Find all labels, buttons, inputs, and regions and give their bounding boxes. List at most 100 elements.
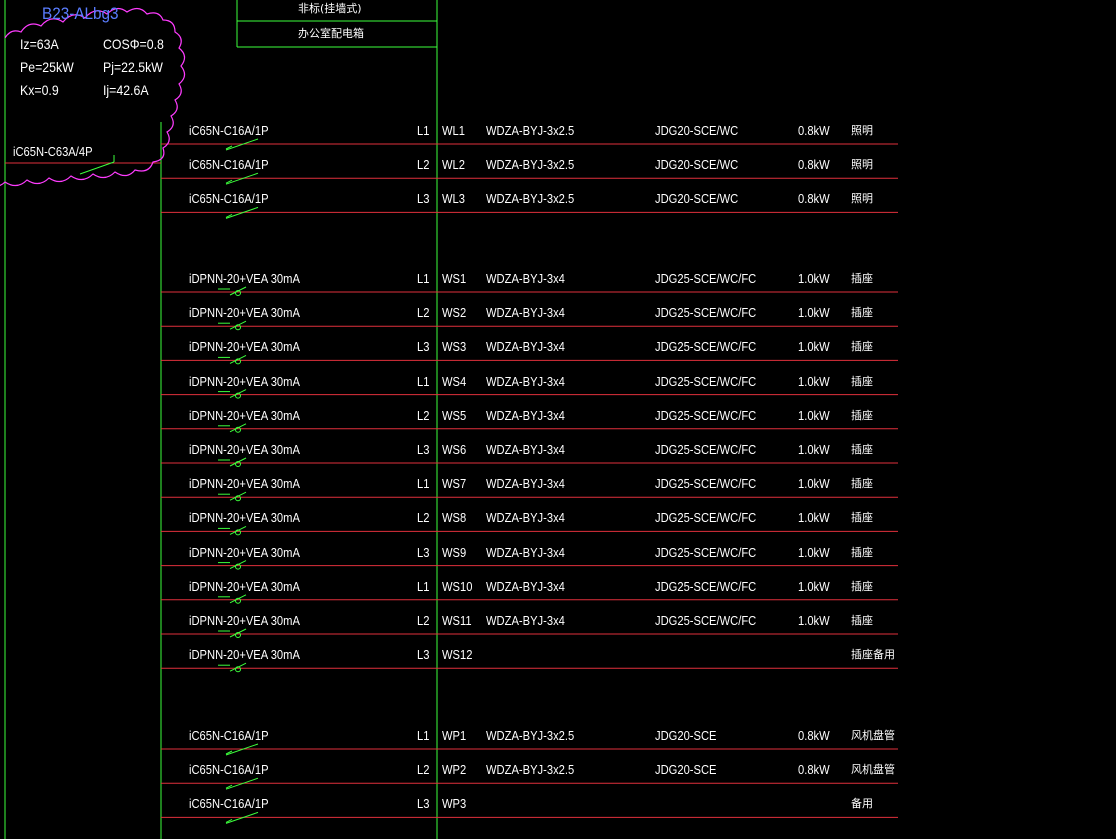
power-WS7: 1.0kW	[798, 476, 830, 492]
main-breaker-symbol	[79, 161, 115, 175]
circuit-id-WL1: WL1	[442, 123, 465, 138]
param-pe: Pe=25kW	[20, 59, 74, 75]
cable-WS11: WDZA-BYJ-3x4	[486, 613, 565, 628]
cable-WS3: WDZA-BYJ-3x4	[486, 339, 565, 355]
usage-WS10: 插座	[851, 580, 873, 593]
breaker-WL3: iC65N-C16A/1P	[189, 191, 269, 207]
usage-WP3: 备用	[851, 798, 873, 811]
panel-type-label: 非标(挂墙式)	[298, 2, 362, 15]
usage-WL2: 照明	[851, 159, 873, 172]
phase-WP1: L1	[417, 728, 430, 743]
conduit-WL2: JDG20-SCE/WC	[655, 157, 739, 173]
phase-WL1: L1	[417, 123, 430, 138]
phase-WP3: L3	[417, 796, 430, 812]
circuit-id-WS2: WS2	[442, 305, 467, 321]
rcd-coil-WS2	[235, 324, 241, 331]
phase-WL3: L3	[417, 191, 430, 207]
breaker-WS12: iDPNN-20+VEA 30mA	[189, 647, 300, 663]
phase-WS8: L2	[417, 510, 430, 526]
circuit-id-WS5: WS5	[442, 407, 467, 423]
circuit-id-WS11: WS11	[442, 613, 472, 628]
power-WP2: 0.8kW	[798, 762, 830, 778]
cable-WP1: WDZA-BYJ-3x2.5	[486, 728, 575, 743]
cable-WL2: WDZA-BYJ-3x2.5	[486, 157, 575, 173]
rcd-coil-WS8	[235, 529, 241, 536]
param-cos-phi: COSΦ=0.8	[103, 36, 164, 52]
usage-WS5: 插座	[851, 409, 873, 422]
usage-WS9: 插座	[851, 546, 873, 559]
power-WS11: 1.0kW	[798, 613, 830, 628]
circuit-id-WS8: WS8	[442, 510, 467, 526]
breaker-WS10: iDPNN-20+VEA 30mA	[189, 578, 300, 594]
phase-WS2: L2	[417, 305, 430, 321]
breaker-WS9: iDPNN-20+VEA 30mA	[189, 544, 300, 560]
circuit-id-WP2: WP2	[442, 762, 467, 778]
power-WS10: 1.0kW	[798, 578, 830, 594]
circuit-id-WS3: WS3	[442, 339, 467, 355]
breaker-tick-WP2	[225, 784, 233, 789]
rcd-coil-WS3	[235, 358, 241, 365]
power-WS4: 1.0kW	[798, 373, 830, 389]
breaker-symbol-WP1	[225, 743, 259, 756]
breaker-WS5: iDPNN-20+VEA 30mA	[189, 407, 300, 423]
conduit-WS3: JDG25-SCE/WC/FC	[655, 339, 757, 355]
usage-WS2: 插座	[851, 307, 873, 320]
usage-WS12: 插座备用	[851, 649, 895, 662]
phase-WS5: L2	[417, 407, 430, 423]
breaker-WS4: iDPNN-20+VEA 30mA	[189, 373, 300, 389]
breaker-WS2: iDPNN-20+VEA 30mA	[189, 305, 300, 321]
param-iz: Iz=63A	[20, 36, 59, 52]
param-ij: Ij=42.6A	[103, 82, 149, 98]
usage-WS3: 插座	[851, 341, 873, 354]
rcd-coil-WS5	[235, 426, 241, 433]
rcd-coil-WS7	[235, 495, 241, 502]
cable-WS2: WDZA-BYJ-3x4	[486, 305, 565, 321]
usage-WS4: 插座	[851, 375, 873, 388]
circuit-id-WS7: WS7	[442, 476, 467, 492]
cable-WS9: WDZA-BYJ-3x4	[486, 544, 565, 560]
breaker-symbol-WP2	[225, 777, 259, 790]
power-WS8: 1.0kW	[798, 510, 830, 526]
param-pj: Pj=22.5kW	[103, 59, 163, 75]
breaker-WS7: iDPNN-20+VEA 30mA	[189, 476, 300, 492]
cable-WL1: WDZA-BYJ-3x2.5	[486, 123, 575, 138]
circuit-id-WS10: WS10	[442, 578, 473, 594]
param-kx: Kx=0.9	[20, 82, 59, 98]
rcd-coil-WS6	[235, 461, 241, 467]
breaker-tick-WP1	[225, 750, 233, 755]
usage-WS11: 插座	[851, 615, 873, 627]
conduit-WS5: JDG25-SCE/WC/FC	[655, 407, 757, 423]
breaker-WL1: iC65N-C16A/1P	[189, 123, 269, 138]
usage-WL1: 照明	[851, 125, 873, 137]
phase-WS1: L1	[417, 271, 430, 286]
cable-WS7: WDZA-BYJ-3x4	[486, 476, 565, 492]
conduit-WP2: JDG20-SCE	[655, 762, 717, 778]
usage-WS7: 插座	[851, 478, 873, 491]
breaker-WL2: iC65N-C16A/1P	[189, 157, 269, 173]
conduit-WP1: JDG20-SCE	[655, 728, 717, 743]
rcd-coil-WS10	[235, 597, 241, 604]
conduit-WS11: JDG25-SCE/WC/FC	[655, 613, 757, 628]
cable-WS1: WDZA-BYJ-3x4	[486, 271, 565, 286]
power-WS9: 1.0kW	[798, 544, 830, 560]
circuit-id-WS1: WS1	[442, 271, 467, 286]
conduit-WS6: JDG25-SCE/WC/FC	[655, 442, 757, 457]
usage-WP2: 风机盘管	[851, 764, 895, 777]
cable-WS5: WDZA-BYJ-3x4	[486, 407, 565, 423]
usage-WS1: 插座	[851, 273, 873, 285]
power-WS1: 1.0kW	[798, 271, 830, 286]
cable-WP2: WDZA-BYJ-3x2.5	[486, 762, 575, 778]
breaker-tick-WP3	[225, 818, 233, 823]
conduit-WS2: JDG25-SCE/WC/FC	[655, 305, 757, 321]
breaker-WS8: iDPNN-20+VEA 30mA	[189, 510, 300, 526]
power-WL1: 0.8kW	[798, 123, 830, 138]
usage-WP1: 风机盘管	[851, 730, 895, 742]
breaker-WS6: iDPNN-20+VEA 30mA	[189, 442, 300, 457]
power-WL2: 0.8kW	[798, 157, 830, 173]
conduit-WS8: JDG25-SCE/WC/FC	[655, 510, 757, 526]
breaker-symbol-WL3	[225, 206, 259, 219]
circuit-id-WL2: WL2	[442, 157, 465, 173]
main-breaker-label: iC65N-C63A/4P	[13, 144, 93, 159]
rcd-coil-WS4	[235, 392, 241, 399]
